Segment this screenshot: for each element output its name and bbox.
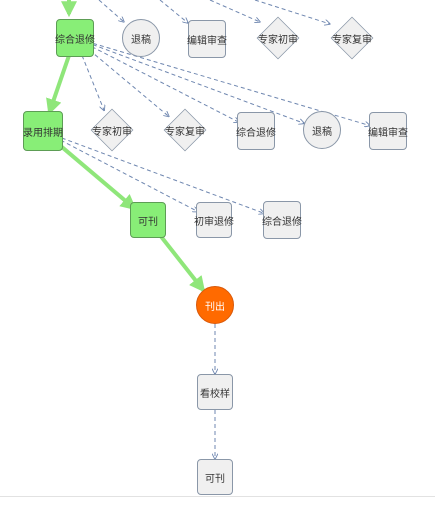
workflow-node-label: 可刊	[205, 473, 225, 485]
workflow-node-done[interactable]: 综合退修	[55, 19, 95, 57]
workflow-node-label: 专家复审	[332, 34, 372, 46]
workflow-node-label: 可刊	[138, 216, 158, 228]
workflow-node-label: 专家初审	[92, 126, 132, 138]
workflow-edge-active	[46, 55, 71, 116]
workflow-node-label: 录用排期	[23, 127, 63, 139]
workflow-node-label: 综合退修	[236, 127, 276, 139]
workflow-node-pending[interactable]: 退稿	[303, 111, 341, 149]
workflow-node-pending[interactable]: 退稿	[122, 19, 160, 57]
incoming-option-edge	[98, 0, 124, 22]
workflow-node-label: 专家复审	[165, 126, 205, 138]
workflow-edge-option	[89, 49, 169, 116]
workflow-node-pending[interactable]: 初审退修	[194, 202, 234, 238]
workflow-node-label: 综合退修	[55, 34, 95, 46]
workflow-node-label: 编辑审查	[368, 127, 408, 139]
incoming-option-edge	[254, 0, 330, 24]
workflow-node-pending[interactable]: 专家复审	[163, 108, 207, 152]
workflow-node-pending[interactable]: 看校样	[197, 374, 233, 410]
workflow-node-pending[interactable]: 可刊	[197, 459, 233, 495]
workflow-node-label: 刊出	[205, 301, 225, 313]
workflow-edge-active	[157, 232, 206, 293]
workflow-edge-option	[61, 137, 264, 213]
workflow-node-label: 退稿	[131, 34, 151, 46]
workflow-node-pending[interactable]: 综合退修	[262, 201, 302, 239]
incoming-option-edge	[159, 0, 188, 23]
workflow-node-pending[interactable]: 专家复审	[330, 16, 374, 60]
page-divider	[0, 496, 435, 497]
workflow-node-label: 看校样	[200, 388, 230, 400]
workflow-edge-option	[92, 44, 304, 124]
workflow-node-label: 综合退修	[262, 216, 302, 228]
workflow-node-pending[interactable]: 综合退修	[236, 112, 276, 150]
workflow-node-pending[interactable]: 专家初审	[256, 16, 300, 60]
workflow-node-done[interactable]: 录用排期	[23, 111, 63, 151]
workflow-node-label: 退稿	[312, 126, 332, 138]
workflow-edge-active	[56, 142, 137, 211]
workflow-edge-option	[81, 55, 104, 111]
incoming-option-edge	[209, 0, 260, 22]
incoming-edges	[61, 0, 330, 24]
workflow-node-pending[interactable]: 编辑审查	[187, 20, 227, 58]
workflow-edge-option	[60, 139, 198, 211]
workflow-node-pending[interactable]: 专家初审	[90, 108, 134, 152]
workflow-node-pending[interactable]: 编辑审查	[368, 112, 408, 150]
workflow-node-current[interactable]: 刊出	[196, 286, 234, 324]
workflow-node-label: 编辑审查	[187, 35, 227, 47]
workflow-node-label: 专家初审	[258, 34, 298, 46]
workflow-node-label: 初审退修	[194, 216, 234, 228]
workflow-node-done[interactable]: 可刊	[130, 202, 166, 238]
